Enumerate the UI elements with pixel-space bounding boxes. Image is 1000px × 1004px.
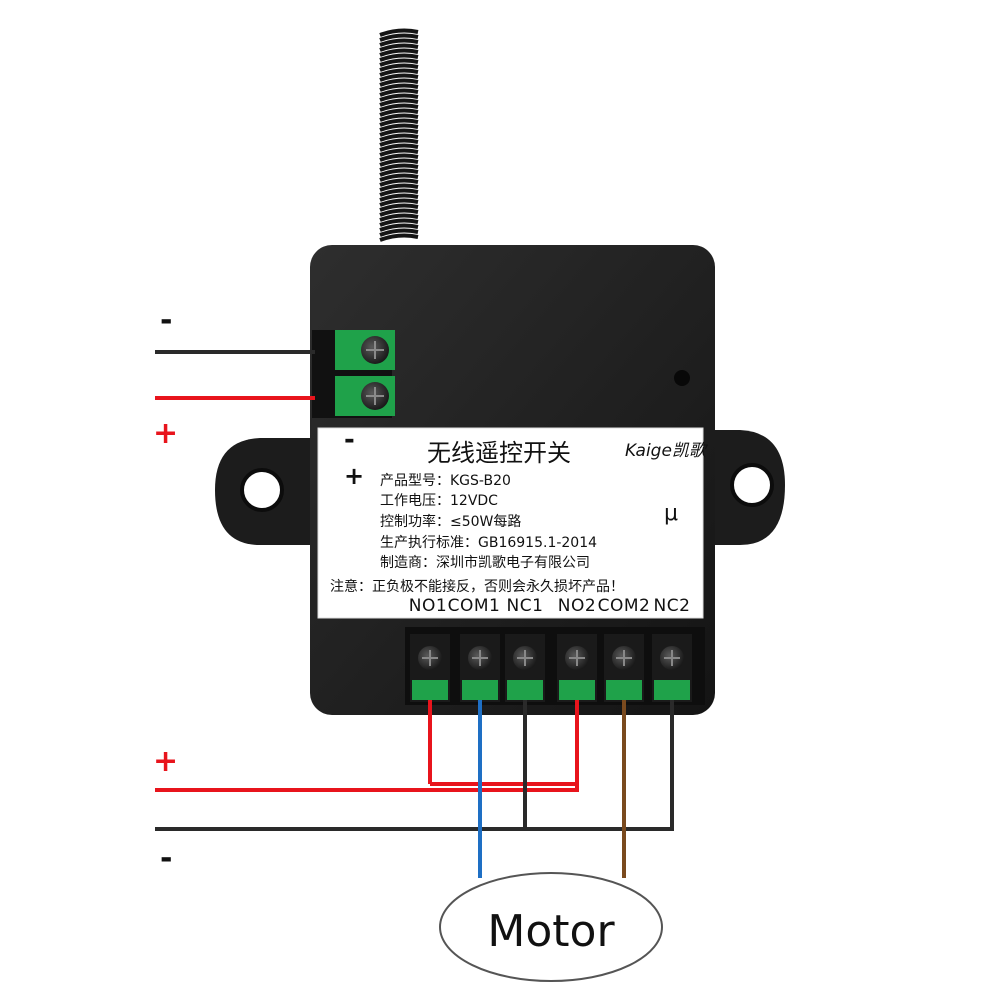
antenna-coil <box>379 223 419 232</box>
motor: Motor <box>439 872 663 982</box>
model-line: 产品型号：KGS-B20 <box>380 473 511 489</box>
supply-plus-sign: + <box>153 744 178 779</box>
input-minus-sign: - <box>160 303 172 338</box>
screw-slot <box>472 650 488 666</box>
standard-line: 生产执行标准：GB16915.1-2014 <box>380 535 597 551</box>
screw-slot <box>616 650 632 666</box>
antenna-coil <box>379 193 419 202</box>
antenna-coil <box>379 58 419 67</box>
antenna-coil <box>379 103 419 112</box>
terminal-label-nc1: NC1 <box>507 596 544 616</box>
antenna-coil <box>379 153 419 162</box>
antenna-coil <box>379 53 419 62</box>
motor-label: Motor <box>487 906 615 957</box>
antenna-coil <box>379 63 419 72</box>
antenna-coil <box>379 88 419 97</box>
brand-logo: Kaige凯歌 <box>625 441 709 461</box>
antenna-spring <box>379 28 419 242</box>
output-terminal-block <box>405 627 705 705</box>
antenna-coil <box>379 68 419 77</box>
antenna-coil <box>379 233 419 242</box>
antenna-coil <box>379 188 419 197</box>
motor-ellipse <box>439 872 663 982</box>
antenna-coil <box>379 213 419 222</box>
terminal-green-clamp <box>462 680 498 700</box>
terminal-green-clamp <box>412 680 448 700</box>
antenna-coil <box>379 138 419 147</box>
screw-slot <box>422 650 438 666</box>
terminal-green-clamp <box>654 680 690 700</box>
screw-slot <box>517 650 533 666</box>
antenna-coil <box>379 108 419 117</box>
power-line: 控制功率：≤50W每路 <box>380 513 521 530</box>
antenna-coil <box>379 158 419 167</box>
terminal-label-com2: COM2 <box>598 596 651 616</box>
mounting-ear-left <box>215 438 320 545</box>
indicator-hole <box>674 370 690 386</box>
antenna-coil <box>379 93 419 102</box>
antenna-coil <box>379 168 419 177</box>
terminal-label-no2: NO2 <box>558 596 596 616</box>
antenna-coil <box>379 78 419 87</box>
antenna-coil <box>379 228 419 237</box>
antenna-coil <box>379 113 419 122</box>
plate-plus-sign: + <box>344 462 364 490</box>
maker-line: 制造商：深圳市凯歌电子有限公司 <box>380 554 590 571</box>
mu-mark: μ <box>664 501 678 526</box>
antenna-coil <box>379 43 419 52</box>
warning-line: 注意：正负极不能接反，否则会永久损坏产品！ <box>330 578 624 595</box>
wire-supply-negative <box>155 700 674 831</box>
mounting-ear-right <box>700 430 785 545</box>
screw-slot <box>664 650 680 666</box>
antenna-coil <box>379 123 419 132</box>
antenna-coil <box>379 133 419 142</box>
terminal-green-clamp <box>507 680 543 700</box>
antenna-coil <box>379 128 419 137</box>
antenna-coil <box>379 208 419 217</box>
terminal-green-clamp <box>559 680 595 700</box>
terminal-green-clamp <box>606 680 642 700</box>
antenna-coil <box>379 98 419 107</box>
antenna-coil <box>379 83 419 92</box>
antenna-coil <box>379 178 419 187</box>
antenna-coil <box>379 163 419 172</box>
antenna-coil <box>379 203 419 212</box>
antenna-coil <box>379 198 419 207</box>
antenna-coil <box>379 148 419 157</box>
label-plate: - + 无线遥控开关 Kaige凯歌 产品型号：KGS-B20 工作电压：12V… <box>317 425 709 619</box>
antenna-coil <box>379 28 419 37</box>
plate-minus-sign: - <box>344 425 355 455</box>
plate-title: 无线遥控开关 <box>427 439 571 467</box>
voltage-line: 工作电压：12VDC <box>380 493 498 509</box>
input-plus-sign: + <box>153 416 178 451</box>
antenna-coil <box>379 218 419 227</box>
terminal-label-no1: NO1 <box>409 596 447 616</box>
power-input-terminals <box>312 330 395 418</box>
antenna-coil <box>379 183 419 192</box>
antenna-coil <box>379 143 419 152</box>
terminal-label-com1: COM1 <box>448 596 501 616</box>
antenna-coil <box>379 118 419 127</box>
output-wiring <box>155 700 674 878</box>
screw-slot <box>569 650 585 666</box>
antenna-coil <box>379 173 419 182</box>
antenna-coil <box>379 73 419 82</box>
wire-supply-positive <box>155 700 579 792</box>
antenna-coil <box>379 48 419 57</box>
supply-minus-sign: - <box>160 841 172 876</box>
antenna-coil <box>379 33 419 42</box>
terminal-label-nc2: NC2 <box>654 596 691 616</box>
antenna-coil <box>379 38 419 47</box>
